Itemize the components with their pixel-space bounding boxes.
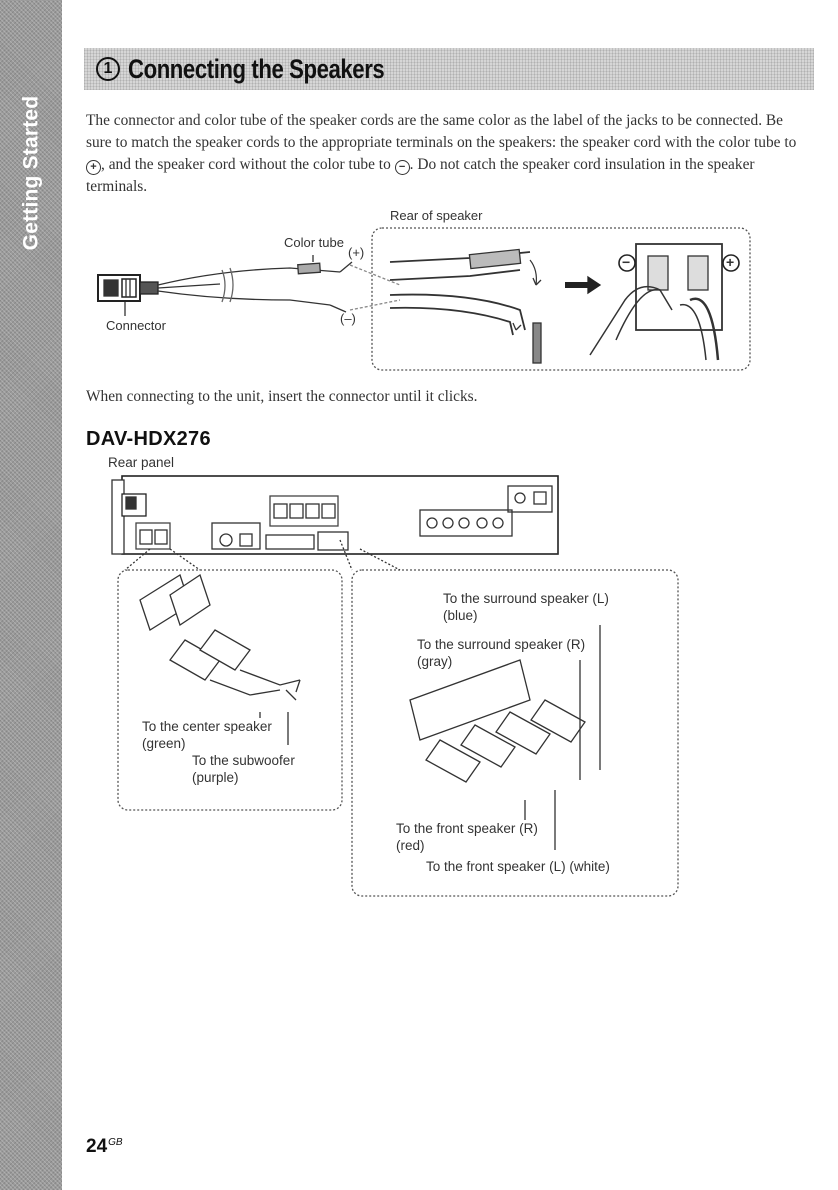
surround-left-color: (blue) — [443, 608, 478, 623]
center-speaker-color: (green) — [142, 736, 186, 751]
speaker-cord-illustration — [97, 227, 751, 371]
terminal-plus-icon: + — [726, 254, 735, 270]
subwoofer-callout: To the subwoofer (purple) — [192, 752, 295, 786]
page-number-suffix: GB — [108, 1137, 123, 1148]
surround-right-callout: To the surround speaker (R) (gray) — [417, 636, 585, 670]
plus-symbol-icon: + — [86, 160, 101, 175]
center-speaker-label: To the center speaker — [142, 719, 272, 734]
plus-terminal-label: (+) — [348, 245, 365, 260]
surround-left-callout: To the surround speaker (L) (blue) — [443, 590, 609, 624]
minus-symbol-icon: − — [394, 160, 410, 175]
rear-of-speaker-label: Rear of speaker — [390, 208, 483, 223]
terminal-minus-icon: − — [622, 254, 631, 270]
front-right-label: To the front speaker (R) — [396, 821, 538, 836]
color-tube-label: Color tube — [284, 235, 344, 250]
connector-label: Connector — [106, 318, 166, 333]
model-heading: DAV-HDX276 — [86, 428, 211, 450]
front-left-label: To the front speaker (L) (white) — [426, 859, 610, 874]
intro-part3: . Do not catch the speaker cord insulati… — [86, 156, 755, 195]
page-number-value: 24 — [86, 1136, 108, 1157]
minus-terminal-label: (–) — [340, 311, 356, 326]
connector-click-note: When connecting to the unit, insert the … — [86, 388, 478, 405]
intro-part1: The connector and color tube of the spea… — [86, 112, 797, 151]
section-number-badge: 1 — [96, 57, 120, 81]
page-number: 24GB — [86, 1136, 123, 1158]
surround-right-label: To the surround speaker (R) — [417, 637, 586, 652]
rear-panel-label: Rear panel — [108, 455, 175, 470]
intro-part2: , and the speaker cord without the color… — [101, 156, 391, 173]
subwoofer-label: To the subwoofer — [192, 753, 295, 768]
front-right-color: (red) — [396, 838, 425, 853]
front-right-callout: To the front speaker (R) (red) — [396, 820, 538, 854]
section-title: Connecting the Speakers — [128, 53, 385, 84]
center-speaker-callout: To the center speaker (green) — [142, 718, 272, 752]
surround-left-label: To the surround speaker (L) — [443, 591, 609, 606]
rear-panel-illustration — [111, 475, 679, 897]
subwoofer-color: (purple) — [192, 770, 239, 785]
section-title-bar: 1 Connecting the Speakers — [84, 48, 814, 90]
intro-paragraph: The connector and color tube of the spea… — [86, 110, 806, 198]
section-side-tab: Getting Started — [0, 0, 62, 1190]
surround-right-color: (gray) — [417, 654, 453, 669]
